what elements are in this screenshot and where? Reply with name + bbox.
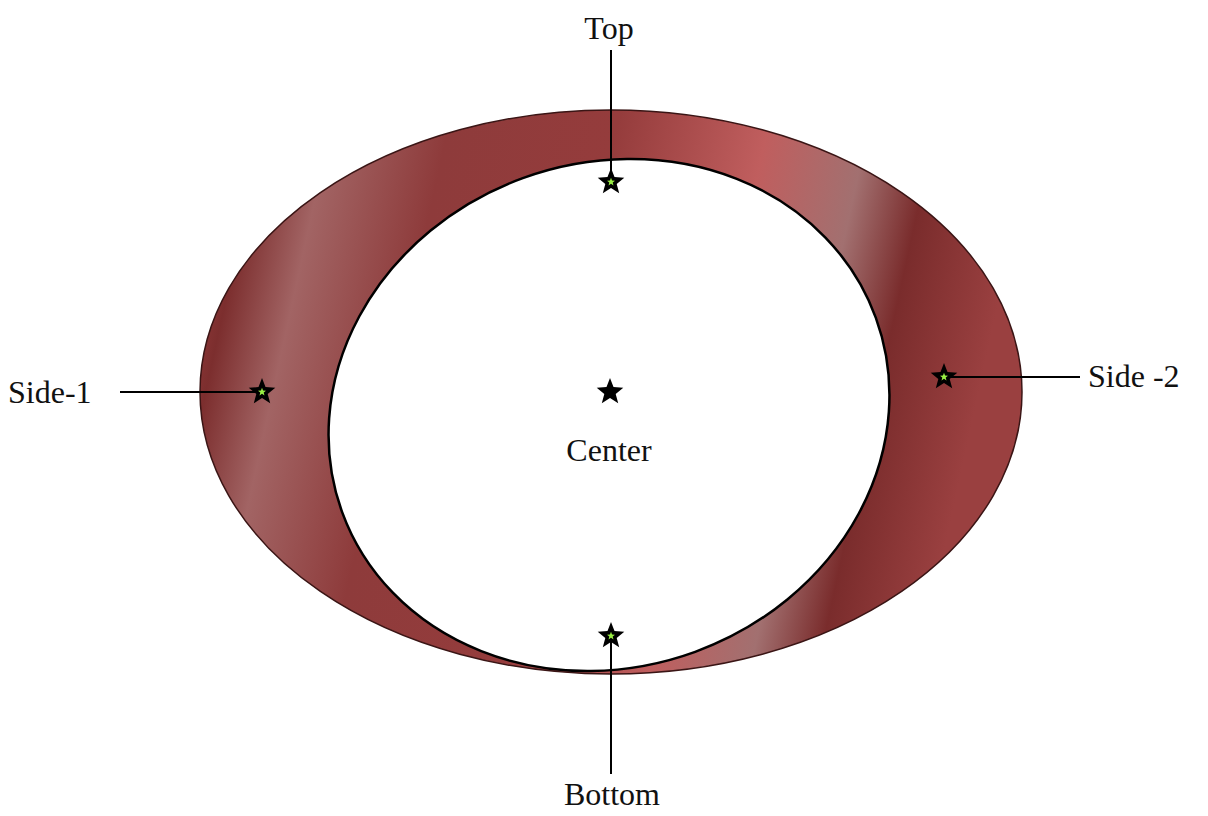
point-label: Bottom	[564, 776, 660, 812]
point-label: Side -2	[1088, 358, 1180, 394]
point-label: Top	[584, 10, 633, 46]
marker-stars	[249, 168, 958, 647]
point-label: Center	[566, 432, 651, 468]
band-inner	[256, 81, 962, 749]
point-label: Side-1	[8, 374, 92, 410]
leader-lines	[120, 50, 1080, 774]
